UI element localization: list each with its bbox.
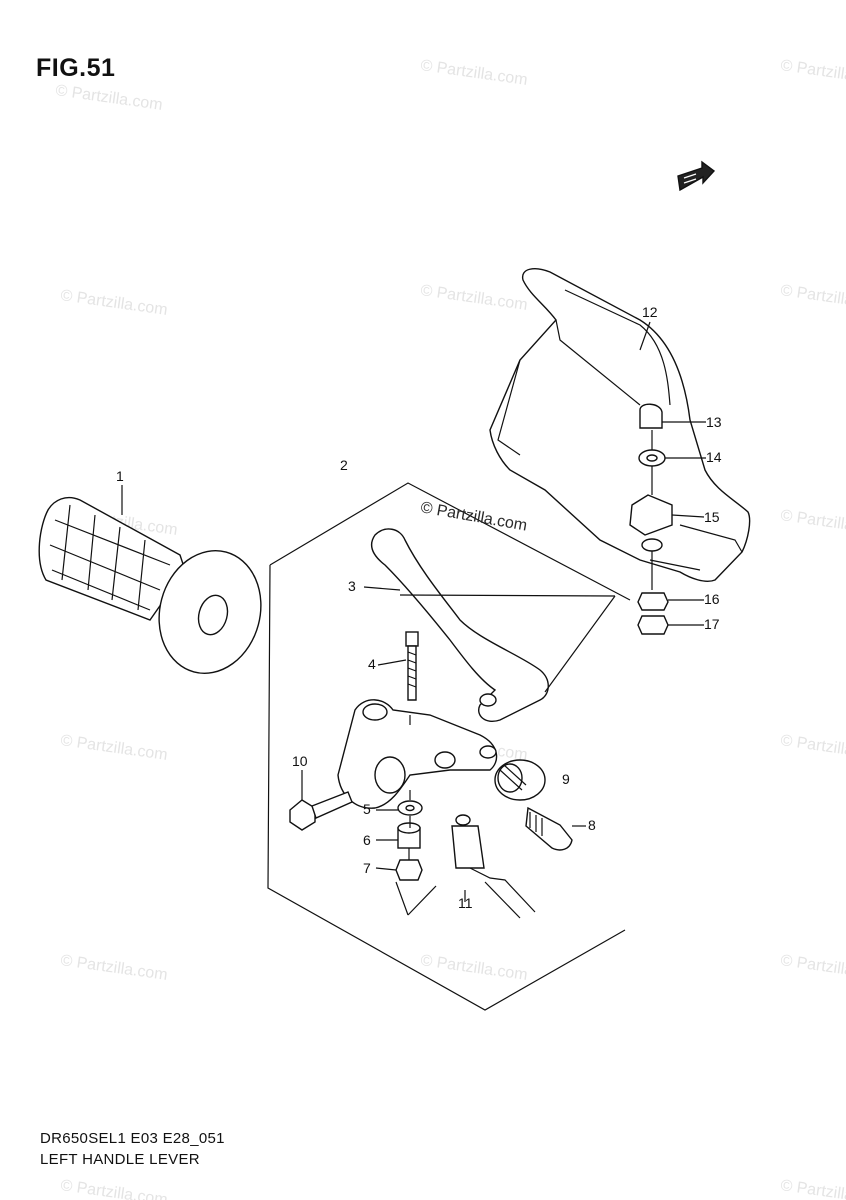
watermark-center: © Partzilla.com [419,499,528,534]
watermark: © Partzilla.com [779,1177,846,1200]
part-name: LEFT HANDLE LEVER [40,1151,200,1168]
callout-1: 1 [116,468,124,484]
callout-6: 6 [363,832,371,848]
pivot-nut [395,859,423,881]
clamp-bolt [289,791,353,831]
watermark: © Partzilla.com [419,282,528,314]
callout-14: 14 [706,449,722,465]
watermark: © Partzilla.com [779,952,846,984]
callout-15: 15 [704,509,720,525]
collar [397,822,421,849]
callout-12: 12 [642,304,658,320]
watermark: © Partzilla.com [779,507,846,539]
clutch-lever [370,528,549,722]
cable-adjuster [494,759,546,801]
watermark: © Partzilla.com [779,282,846,314]
assembly-boundary [267,482,631,1011]
callout-7: 7 [363,860,371,876]
callout-9: 9 [562,771,570,787]
watermark: © Partzilla.com [59,287,168,319]
clutch-cable [451,814,536,919]
callout-10: 10 [292,753,308,769]
callout-5: 5 [363,801,371,817]
watermark: © Partzilla.com [54,82,163,114]
figure-title: FIG.51 [36,54,116,82]
callout-8: 8 [588,817,596,833]
watermark: © Partzilla.com [779,57,846,89]
lever-bracket [337,699,498,809]
adjuster-bolt [525,806,573,851]
handguard [489,268,751,582]
grip [38,496,262,674]
watermark: © Partzilla.com [419,57,528,89]
watermark: © Partzilla.com [59,1177,168,1200]
leader-lines [121,321,706,916]
watermark: © Partzilla.com [419,952,528,984]
pivot-bolt [405,631,419,701]
forward-arrow-icon [677,160,716,192]
watermark: © Partzilla.com [59,732,168,764]
callout-4: 4 [368,656,376,672]
callout-17: 17 [704,616,720,632]
model-code: DR650SEL1 E03 E28_051 [40,1130,225,1147]
callout-16: 16 [704,591,720,607]
callout-13: 13 [706,414,722,430]
callout-3: 3 [348,578,356,594]
callout-11: 11 [458,895,473,911]
watermark: © Partzilla.com [779,732,846,764]
callout-2: 2 [340,457,348,473]
watermark: © Partzilla.com [59,952,168,984]
callouts: 1 2 3 4 5 6 7 8 9 10 11 12 13 14 15 16 1… [116,304,722,911]
handguard-hardware [629,403,673,635]
